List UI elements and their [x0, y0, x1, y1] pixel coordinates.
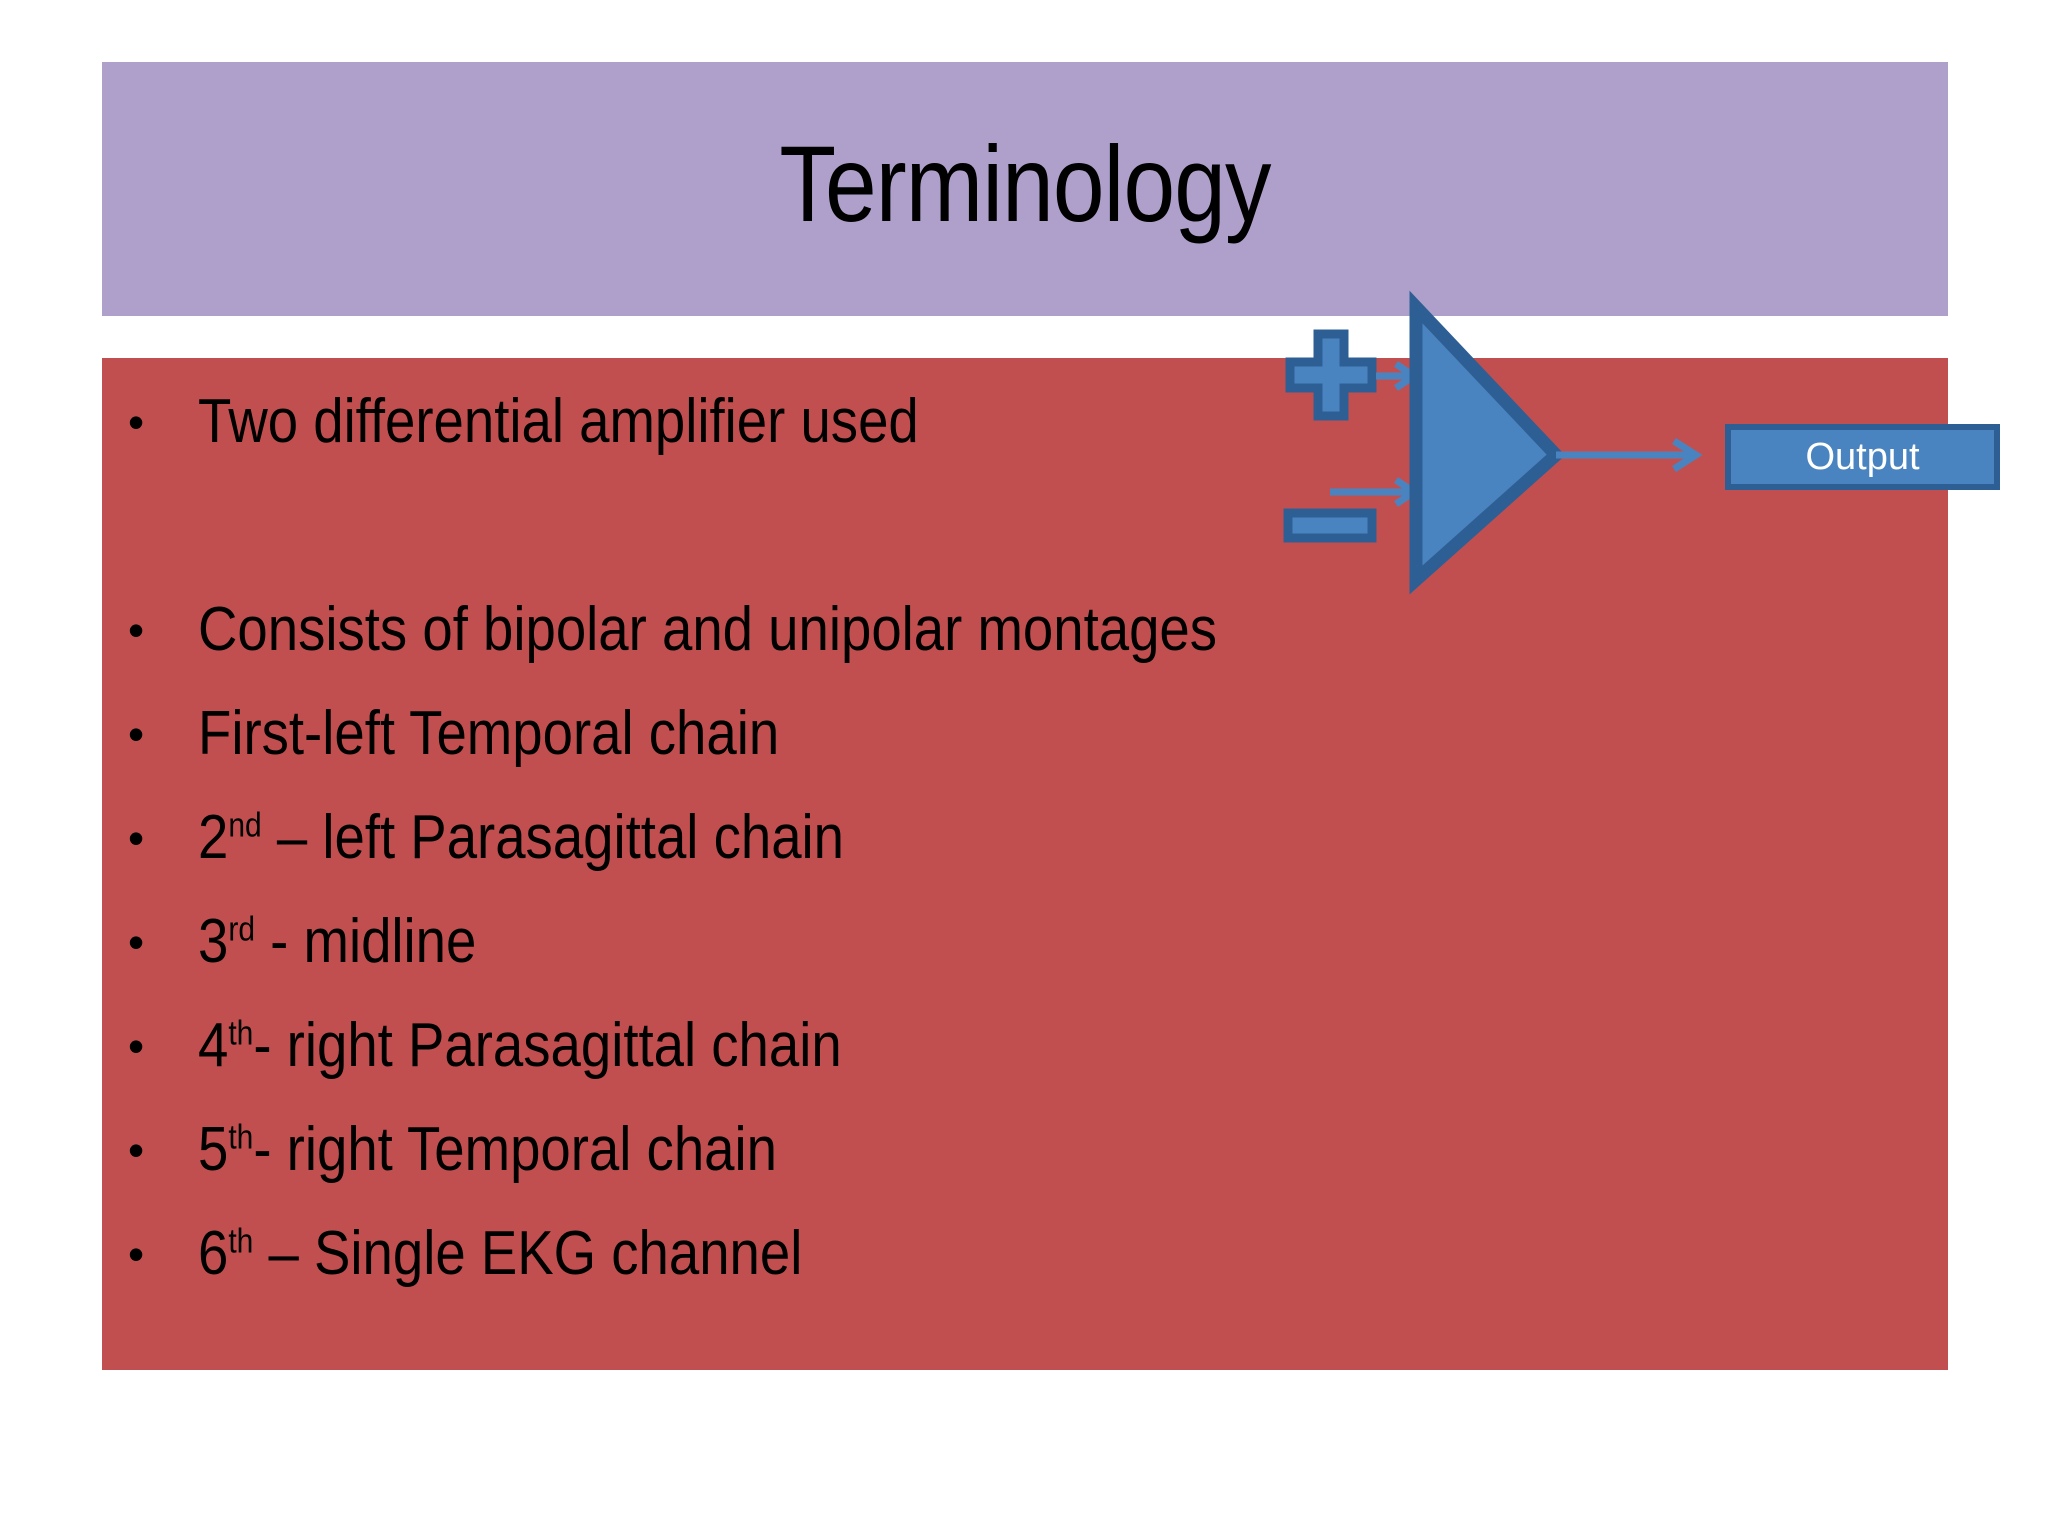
list-item: • Consists of bipolar and unipolar monta… [120, 578, 1820, 682]
bullet-list: • Two differential amplifier used • Cons… [120, 370, 1820, 1306]
output-label: Output [1805, 436, 1920, 478]
bullet-marker-icon: • [128, 1228, 145, 1280]
list-item: • First-left Temporal chain [120, 682, 1820, 786]
list-item-label: Consists of bipolar and unipolar montage… [198, 595, 1218, 664]
list-item-label: 5th- right Temporal chain [198, 1115, 777, 1184]
list-item-label: 2nd – left Parasagittal chain [198, 803, 845, 872]
content-panel: • Two differential amplifier used • Cons… [102, 358, 1948, 1370]
list-item-label: Two differential amplifier used [198, 387, 919, 456]
bullet-marker-icon: • [128, 604, 145, 656]
list-item: • 5th- right Temporal chain [120, 1098, 1820, 1202]
page-title: Terminology [779, 123, 1271, 244]
bullet-marker-icon: • [128, 1020, 145, 1072]
list-item: • 3rd - midline [120, 890, 1820, 994]
output-box: Output [1725, 424, 2000, 490]
bullet-marker-icon: • [128, 1124, 145, 1176]
list-item: • 6th – Single EKG channel [120, 1202, 1820, 1306]
bullet-marker-icon: • [128, 916, 145, 968]
list-item: • 2nd – left Parasagittal chain [120, 786, 1820, 890]
bullet-marker-icon: • [128, 812, 145, 864]
list-item-label: First-left Temporal chain [198, 699, 780, 768]
bullet-marker-icon: • [128, 396, 145, 448]
list-item: • Two differential amplifier used [120, 370, 1820, 474]
list-item-label: 4th- right Parasagittal chain [198, 1011, 842, 1080]
list-item-label: 6th – Single EKG channel [198, 1219, 803, 1288]
title-band: Terminology [102, 62, 1948, 316]
bullet-marker-icon: • [128, 708, 145, 760]
list-item-label: 3rd - midline [198, 907, 477, 976]
list-item: • 4th- right Parasagittal chain [120, 994, 1820, 1098]
